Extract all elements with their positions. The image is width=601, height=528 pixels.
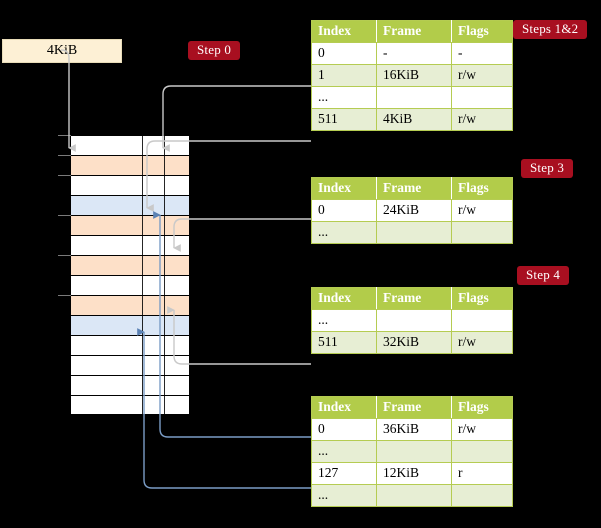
- memory-column-divider: [164, 135, 165, 415]
- table0-r2-frame: [376, 86, 452, 109]
- table1-r0-frame: 24KiB: [376, 199, 452, 222]
- memory-tick: [58, 295, 71, 296]
- memory-frame-row: [71, 256, 189, 276]
- memory-frame-row: [71, 316, 189, 336]
- table1-header-index: Index: [311, 177, 377, 200]
- memory-frame-row: [71, 376, 189, 396]
- table3-r0-flags: r/w: [451, 418, 513, 441]
- table0-r2-index: ...: [311, 86, 377, 109]
- table3-r2-index: 127: [311, 462, 377, 485]
- memory-frame-row: [71, 396, 189, 414]
- page-table-level-2: Index Frame Flags ... 511 32KiB r/w: [311, 287, 513, 354]
- table2-r1-frame: 32KiB: [376, 331, 452, 354]
- memory-frame-row: [71, 236, 189, 256]
- table-row: ...: [311, 221, 513, 244]
- memory-tick: [58, 175, 71, 176]
- table-row: 0 36KiB r/w: [311, 418, 513, 441]
- page-table-level-1: Index Frame Flags 0 24KiB r/w ...: [311, 177, 513, 244]
- table0-header-flags: Flags: [451, 20, 513, 43]
- memory-frame-row: [71, 296, 189, 316]
- table0-r1-frame: 16KiB: [376, 64, 452, 87]
- page-table-level-3: Index Frame Flags 0 36KiB r/w ... 127 12…: [311, 396, 513, 507]
- wire-step0: [60, 49, 76, 152]
- table-row: 1 16KiB r/w: [311, 64, 513, 87]
- memory-frame-row: [71, 196, 189, 216]
- table-row: ...: [311, 484, 513, 507]
- table-row: 127 12KiB r: [311, 462, 513, 485]
- memory-tick: [58, 155, 71, 156]
- table0-r1-index: 1: [311, 64, 377, 87]
- table3-r1-index: ...: [311, 440, 377, 463]
- badge-step-0: Step 0: [188, 41, 241, 60]
- table3-r1-flags: [451, 440, 513, 463]
- badge-step-4: Step 4: [517, 266, 570, 285]
- table0-r3-index: 511: [311, 108, 377, 131]
- table3-r1-frame: [376, 440, 452, 463]
- table1-r0-index: 0: [311, 199, 377, 222]
- table3-r3-flags: [451, 484, 513, 507]
- table2-r0-flags: [451, 309, 513, 332]
- table3-r0-frame: 36KiB: [376, 418, 452, 441]
- table2-r1-index: 511: [311, 331, 377, 354]
- memory-frame-row: [71, 336, 189, 356]
- table1-header-flags: Flags: [451, 177, 513, 200]
- table0-r3-frame: 4KiB: [376, 108, 452, 131]
- table3-r2-frame: 12KiB: [376, 462, 452, 485]
- physical-memory-column: [70, 135, 190, 415]
- badge-step-3: Step 3: [521, 159, 574, 178]
- table1-r1-frame: [376, 221, 452, 244]
- table2-r1-flags: r/w: [451, 331, 513, 354]
- table1-header-frame: Frame: [376, 177, 452, 200]
- table2-header-frame: Frame: [376, 287, 452, 310]
- table-row: 511 4KiB r/w: [311, 108, 513, 131]
- table-row: 0 - -: [311, 42, 513, 65]
- table0-r1-flags: r/w: [451, 64, 513, 87]
- table3-header-index: Index: [311, 396, 377, 419]
- table2-header-flags: Flags: [451, 287, 513, 310]
- table2-r0-index: ...: [311, 309, 377, 332]
- memory-tick: [58, 215, 71, 216]
- memory-frame-row: [71, 356, 189, 376]
- table1-r0-flags: r/w: [451, 199, 513, 222]
- memory-tick: [58, 255, 71, 256]
- table0-r2-flags: [451, 86, 513, 109]
- table-row: ...: [311, 86, 513, 109]
- memory-column-divider: [142, 135, 143, 415]
- table3-r3-frame: [376, 484, 452, 507]
- table-row: 0 24KiB r/w: [311, 199, 513, 222]
- table3-r2-flags: r: [451, 462, 513, 485]
- table3-r3-index: ...: [311, 484, 377, 507]
- table-row: 511 32KiB r/w: [311, 331, 513, 354]
- virtual-page-box: 4KiB: [2, 39, 122, 63]
- table0-r3-flags: r/w: [451, 108, 513, 131]
- table2-r0-frame: [376, 309, 452, 332]
- table3-r0-index: 0: [311, 418, 377, 441]
- memory-frame-row: [71, 136, 189, 156]
- table0-r0-flags: -: [451, 42, 513, 65]
- memory-frame-row: [71, 216, 189, 236]
- table1-r1-flags: [451, 221, 513, 244]
- table-row: ...: [311, 309, 513, 332]
- table1-r1-index: ...: [311, 221, 377, 244]
- memory-tick: [58, 135, 71, 136]
- page-table-level-0: Index Frame Flags 0 - - 1 16KiB r/w ... …: [311, 20, 513, 131]
- badge-steps-1-2: Steps 1&2: [513, 20, 588, 39]
- table0-header-frame: Frame: [376, 20, 452, 43]
- table0-r0-frame: -: [376, 42, 452, 65]
- table3-header-flags: Flags: [451, 396, 513, 419]
- table-row: ...: [311, 440, 513, 463]
- table0-r0-index: 0: [311, 42, 377, 65]
- memory-frame-row: [71, 276, 189, 296]
- memory-frame-row: [71, 156, 189, 176]
- table3-header-frame: Frame: [376, 396, 452, 419]
- memory-frame-row: [71, 176, 189, 196]
- table0-header-index: Index: [311, 20, 377, 43]
- table2-header-index: Index: [311, 287, 377, 310]
